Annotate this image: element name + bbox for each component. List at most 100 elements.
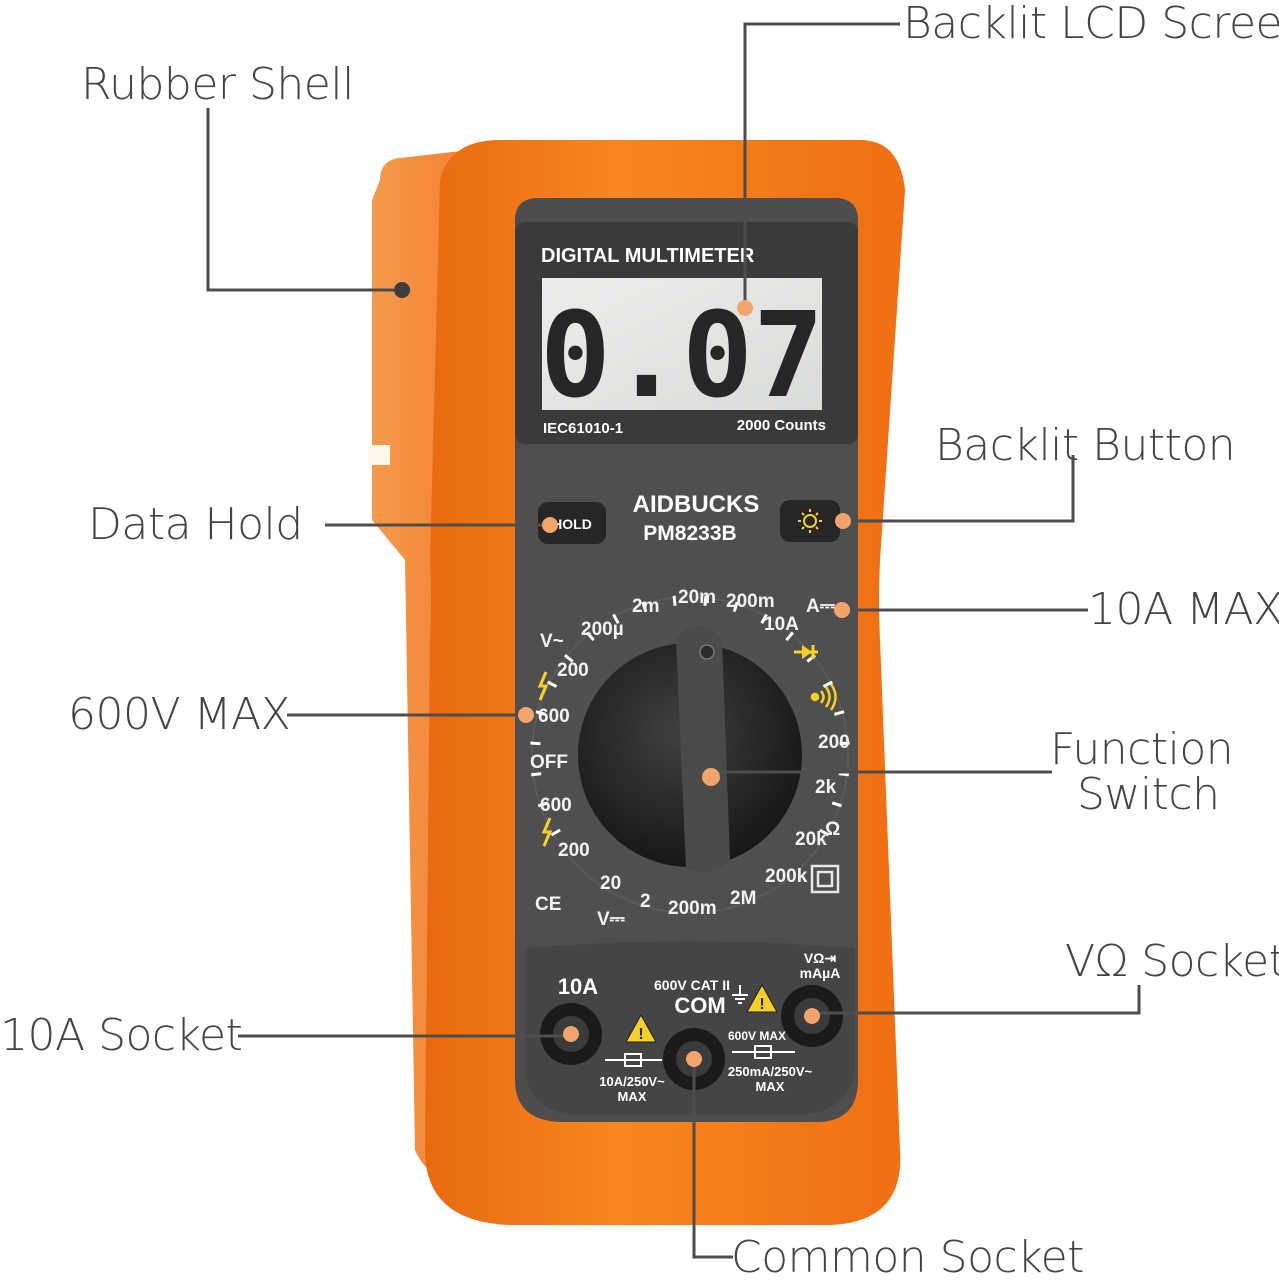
- dial-tick: [546, 680, 558, 688]
- leader-vohm-socket: [812, 985, 1141, 1015]
- dial-tick: [760, 613, 768, 624]
- lcd-reading: 0.07: [540, 286, 824, 424]
- leader-backlit-button: [843, 455, 1075, 523]
- diode-icon: [794, 645, 818, 659]
- dial-tick: [819, 828, 830, 837]
- callout-function-switch-1: Function: [1050, 724, 1234, 775]
- com-label: COM: [674, 993, 725, 1018]
- dial-dcvolt: V⎓: [597, 909, 625, 930]
- dial-tick: [530, 741, 541, 746]
- fuse-right-top: 600V MAX: [728, 1029, 786, 1043]
- dial-tick: [703, 595, 708, 606]
- dial-20k: 20k: [795, 829, 827, 850]
- fuse-left-1: 10A/250V~: [599, 1074, 665, 1089]
- dial-dcamp: A⎓: [806, 596, 835, 617]
- callout-data-hold: Data Hold: [88, 499, 303, 550]
- callout-backlit-button: Backlit Button: [935, 420, 1236, 471]
- dial-tick: [641, 601, 648, 613]
- dial-ring: [531, 596, 849, 914]
- socket-label-10a: 10A: [558, 974, 598, 999]
- panel-title: DIGITAL MULTIMETER: [541, 245, 755, 267]
- dial-tick: [839, 741, 850, 746]
- dial-dc200m: 200m: [668, 898, 717, 919]
- anchor-dot: [702, 768, 720, 786]
- backlight-button[interactable]: [780, 500, 840, 542]
- dial-tick: [550, 828, 561, 837]
- dial-tick: [672, 595, 677, 606]
- ce-mark: CE: [535, 894, 561, 915]
- callout-backlit-lcd-screen: Backlit LCD Screen: [903, 0, 1279, 49]
- cat-label: 600V CAT II: [654, 977, 730, 993]
- anchor-dot: [804, 1008, 820, 1024]
- dial-200u: 200µ: [581, 619, 624, 640]
- callout-vohm-socket: VΩ Socket: [1065, 936, 1279, 987]
- dial-tick: [822, 680, 834, 688]
- dial-tick: [537, 801, 549, 808]
- dial-off: OFF: [530, 752, 568, 773]
- svg-text:HOLD: HOLD: [552, 516, 592, 532]
- anchor-dot: [834, 602, 850, 618]
- anchor-dot: [518, 707, 534, 723]
- knob-pointer: [699, 644, 715, 660]
- dial-ac600: 600: [538, 706, 570, 727]
- lightning-icon-dc: [541, 817, 553, 847]
- callout-function-switch-2: Switch: [1077, 769, 1220, 820]
- anchor-dot: [394, 282, 410, 298]
- leader-lcd: [743, 22, 900, 308]
- shell-notch: [368, 445, 390, 465]
- dial-10a: 10A: [764, 614, 799, 635]
- anchor-dot: [686, 1051, 702, 1067]
- fuse-icon-left: [605, 1053, 662, 1067]
- lcd-screen: [542, 278, 822, 410]
- svg-text:!: !: [638, 1026, 643, 1043]
- callout-600v-max: 600V MAX: [68, 689, 291, 740]
- dial-200: 200: [818, 732, 850, 753]
- standard-label: IEC61010-1: [543, 420, 623, 437]
- leader-common-socket: [692, 1059, 733, 1259]
- dial-tick: [785, 631, 794, 642]
- socket-panel: [525, 941, 855, 1115]
- warning-icon-left: !: [625, 1013, 657, 1043]
- dial-200k: 200k: [765, 866, 808, 887]
- svg-text:!: !: [759, 996, 764, 1013]
- dial-200m: 200m: [726, 591, 775, 612]
- callout-common-socket: Common Socket: [731, 1232, 1084, 1283]
- continuity-icon: [810, 683, 837, 711]
- fuse-right-1: 250mA/250V~: [728, 1064, 813, 1079]
- dial-tick: [535, 710, 547, 716]
- dial-ohm: Ω: [825, 819, 840, 840]
- dial-tick: [586, 631, 595, 642]
- knob-grip: [676, 626, 730, 873]
- callout-10a-socket: 10A Socket: [0, 1010, 243, 1061]
- sun-icon: [798, 509, 822, 533]
- ground-icon: [732, 985, 748, 1004]
- dial-dc2: 2: [640, 891, 651, 912]
- dial-ticks: [530, 595, 850, 837]
- fuse-left-2: MAX: [618, 1089, 647, 1104]
- dial-tick: [612, 613, 620, 624]
- counts-label: 2000 Counts: [737, 417, 826, 434]
- dial-dc200: 200: [558, 840, 590, 861]
- anchor-dot: [542, 517, 558, 533]
- vohm-label: VΩ⇥: [804, 950, 837, 966]
- warning-icon-right: !: [746, 983, 778, 1013]
- dial-2M: 2M: [730, 888, 756, 909]
- fuse-right-2: MAX: [756, 1079, 785, 1094]
- callout-10a-max: 10A MAX: [1088, 584, 1279, 635]
- double-insulation-icon: [810, 864, 840, 894]
- brand-logo: AIDBUCKS: [633, 491, 760, 518]
- mamp-label: mAµA: [800, 965, 841, 981]
- dial-tick: [833, 710, 845, 716]
- callout-rubber-shell: Rubber Shell: [81, 59, 354, 110]
- anchor-dots: [394, 282, 851, 1067]
- dial-2k: 2k: [815, 777, 837, 798]
- fuse-icon-right: [732, 1045, 795, 1059]
- dial-tick: [838, 772, 849, 777]
- dial-dc20: 20: [600, 873, 621, 894]
- leader-rubber-shell: [206, 108, 402, 292]
- anchor-dot: [737, 300, 753, 316]
- anchor-dot: [563, 1026, 579, 1042]
- dial-acvolt: V~: [540, 631, 564, 652]
- hold-button[interactable]: [538, 502, 606, 544]
